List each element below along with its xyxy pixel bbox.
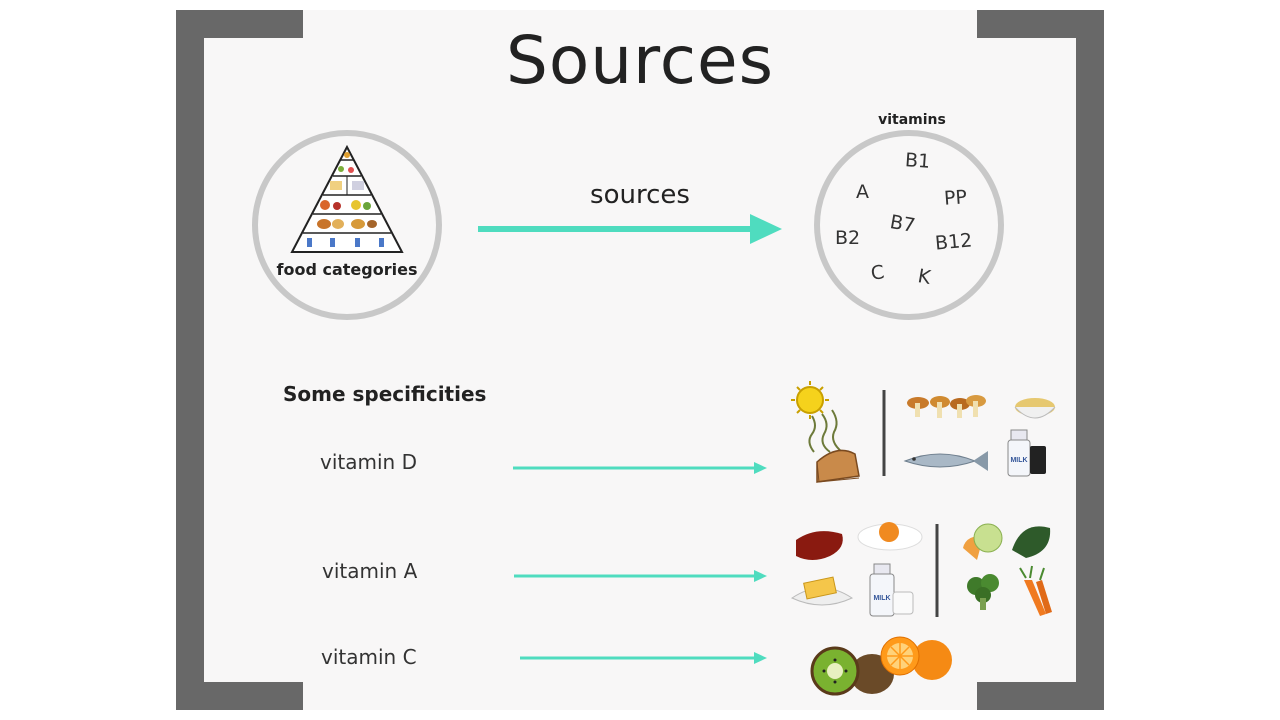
orange-icon — [881, 637, 952, 680]
